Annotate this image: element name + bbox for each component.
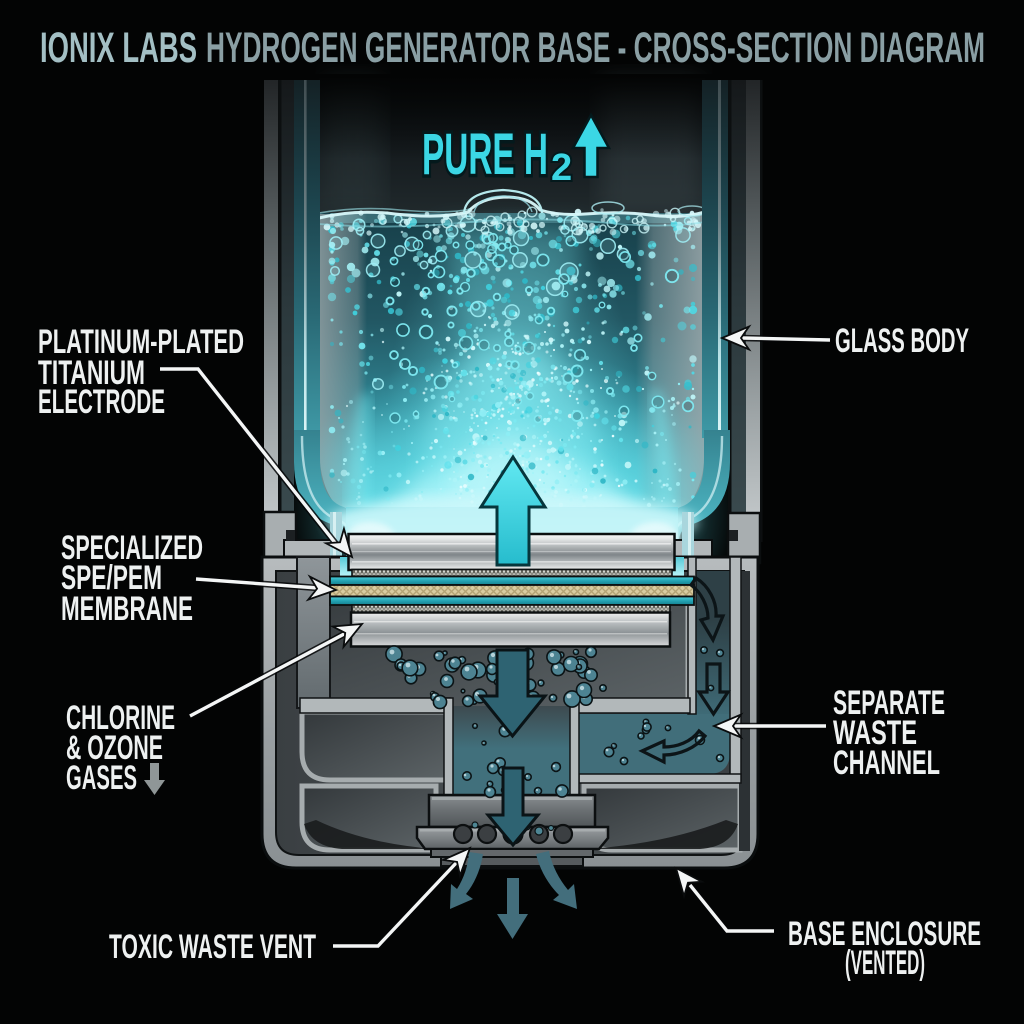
svg-text:CHANNEL: CHANNEL xyxy=(833,744,940,782)
svg-text:& OZONE: & OZONE xyxy=(66,729,163,767)
svg-text:SPECIALIZED: SPECIALIZED xyxy=(61,529,203,567)
svg-text:GLASS BODY: GLASS BODY xyxy=(835,322,969,360)
svg-text:SPE/PEM: SPE/PEM xyxy=(61,559,162,597)
svg-text:GASES: GASES xyxy=(66,759,137,797)
svg-text:HYDROGEN GENERATOR BASE - CROS: HYDROGEN GENERATOR BASE - CROSS-SECTION … xyxy=(206,24,985,72)
svg-text:IONIX LABS: IONIX LABS xyxy=(40,24,197,72)
svg-text:2: 2 xyxy=(551,147,572,189)
svg-text:BASE ENCLOSURE: BASE ENCLOSURE xyxy=(788,915,981,953)
svg-text:MEMBRANE: MEMBRANE xyxy=(61,590,193,628)
svg-text:PLATINUM-PLATED: PLATINUM-PLATED xyxy=(38,323,244,361)
svg-text:CHLORINE: CHLORINE xyxy=(66,699,175,737)
svg-text:TOXIC WASTE VENT: TOXIC WASTE VENT xyxy=(109,928,316,966)
svg-text:SEPARATE: SEPARATE xyxy=(833,684,945,722)
svg-text:ELECTRODE: ELECTRODE xyxy=(38,383,165,421)
svg-text:WASTE: WASTE xyxy=(833,714,917,752)
svg-text:(VENTED): (VENTED) xyxy=(845,944,925,982)
svg-text:TITANIUM: TITANIUM xyxy=(38,354,145,392)
svg-text:PURE H: PURE H xyxy=(422,122,548,187)
